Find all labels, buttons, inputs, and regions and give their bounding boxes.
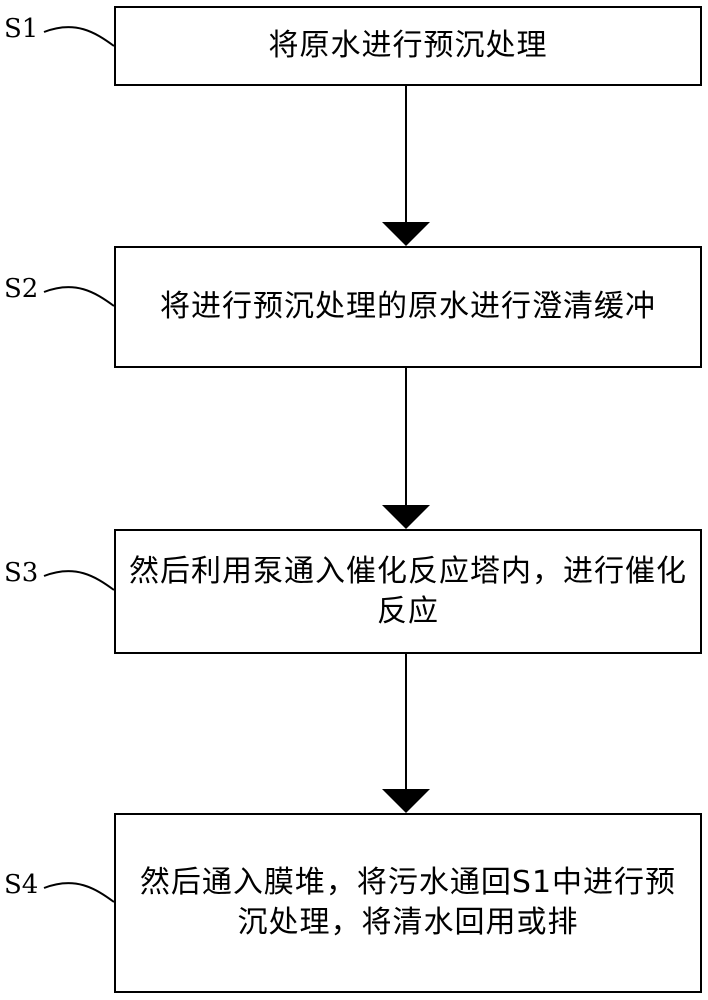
step-box-s3: 然后利用泵通入催化反应塔内，进行催化反应 bbox=[114, 529, 702, 654]
step-box-s1: 将原水进行预沉处理 bbox=[114, 6, 702, 86]
arrow-s3-s4 bbox=[382, 654, 430, 813]
step-text-s3: 然后利用泵通入催化反应塔内，进行催化反应 bbox=[129, 553, 687, 629]
arrow-s1-s2 bbox=[382, 86, 430, 246]
step-text-s2: 将进行预沉处理的原水进行澄清缓冲 bbox=[160, 289, 656, 324]
step-label-s2: S2 bbox=[4, 274, 39, 304]
step-box-s4: 然后通入膜堆，将污水通回S1中进行预沉处理，将清水回用或排 bbox=[114, 813, 702, 993]
leader-line-s2 bbox=[43, 286, 115, 307]
leader-line-s3 bbox=[43, 570, 115, 591]
leader-line-s1 bbox=[43, 26, 115, 47]
step-label-s3: S3 bbox=[4, 558, 39, 588]
step-label-s1: S1 bbox=[4, 14, 39, 44]
leader-line-s4 bbox=[43, 882, 115, 903]
step-text-s1: 将原水进行预沉处理 bbox=[268, 28, 548, 63]
step-text-s4: 然后通入膜堆，将污水通回S1中进行预沉处理，将清水回用或排 bbox=[139, 865, 677, 940]
arrow-s2-s3 bbox=[382, 368, 430, 529]
step-box-s2: 将进行预沉处理的原水进行澄清缓冲 bbox=[114, 246, 702, 368]
step-label-s4: S4 bbox=[4, 870, 39, 900]
